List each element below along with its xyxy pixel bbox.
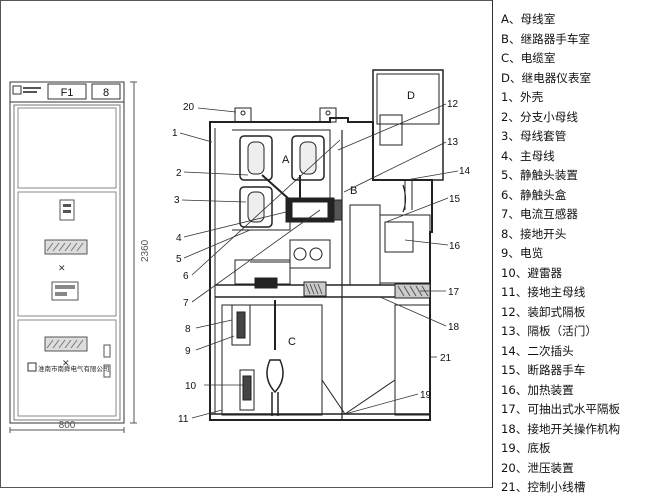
legend-item: 19、底板 <box>501 441 551 455</box>
legend-item: 2、分支小母线 <box>501 109 578 124</box>
width-dimension: 800 <box>59 420 76 431</box>
callout-7: 7 <box>183 298 189 309</box>
busbar-bushings <box>239 135 325 228</box>
legend-item: 20、泄压装置 <box>501 460 574 475</box>
callout-4: 4 <box>176 233 182 244</box>
callout-leaders <box>179 103 459 419</box>
callout-numbers: 20 1 2 3 4 5 6 7 8 9 10 11 12 13 14 15 1… <box>172 99 471 425</box>
legend-item: 12、装卸式隔板 <box>501 304 586 319</box>
legend-item: 17、可抽出式水平隔板 <box>501 402 621 416</box>
callout-2: 2 <box>176 168 182 179</box>
company-logo <box>12 85 41 95</box>
svg-text:✕: ✕ <box>58 263 66 273</box>
callout-17: 17 <box>448 287 460 298</box>
callout-15: 15 <box>449 194 461 205</box>
legend-item: A、母线室 <box>501 12 556 26</box>
switchgear-diagram: F1 8 ✕ ✕ 淮南市南舜电气有限公司 800 <box>0 0 647 488</box>
callout-11: 11 <box>178 414 189 425</box>
legend-item: 8、接地开头 <box>501 226 567 241</box>
callout-14: 14 <box>459 166 471 177</box>
legend-item: 14、二次插头 <box>501 343 574 358</box>
callout-5: 5 <box>176 254 182 265</box>
section-view: A B C D <box>209 69 444 421</box>
legend-item: 9、电览 <box>501 246 544 260</box>
callout-9: 9 <box>185 346 191 357</box>
compartment-d: D <box>407 90 415 102</box>
legend-item: 5、静触头装置 <box>501 168 578 182</box>
height-dimension: 2360 <box>140 239 151 262</box>
panel-label-f1: F1 <box>61 87 74 99</box>
callout-16: 16 <box>449 241 461 252</box>
callout-21: 21 <box>440 353 452 364</box>
front-view: F1 8 ✕ ✕ 淮南市南舜电气有限公司 800 <box>9 81 151 433</box>
legend-item: 11、接地主母线 <box>501 285 586 299</box>
legend-item: 10、避雷器 <box>501 265 563 280</box>
legend-panel: A、母线室 B、继路器手车室 C、电缆室 D、继电器仪表室 1、外壳 2、分支小… <box>492 0 647 494</box>
legend-item: 7、电流互感器 <box>501 207 578 221</box>
callout-19: 19 <box>420 390 432 401</box>
compartment-a: A <box>282 154 290 166</box>
callout-8: 8 <box>185 324 191 335</box>
legend-item: 3、母线套管 <box>501 129 567 143</box>
callout-12: 12 <box>447 99 459 110</box>
callout-13: 13 <box>447 137 459 148</box>
svg-text:✕: ✕ <box>62 358 70 368</box>
legend-item: 13、隔板（活门） <box>501 324 597 338</box>
callout-3: 3 <box>174 195 180 206</box>
panel-label-number: 8 <box>103 87 109 99</box>
legend-item: D、继电器仪表室 <box>501 70 592 85</box>
compartment-c: C <box>288 336 296 348</box>
legend-item: 4、主母线 <box>501 148 555 163</box>
callout-6: 6 <box>183 271 189 282</box>
legend-item: 16、加热装置 <box>501 382 574 397</box>
callout-1: 1 <box>172 128 178 139</box>
legend-item: C、电缆室 <box>501 51 556 65</box>
legend-item: 6、静触头盒 <box>501 187 567 202</box>
legend-item: 15、断路器手车 <box>501 363 586 377</box>
legend-item: 1、外壳 <box>501 90 544 104</box>
brand-plate: 淮南市南舜电气有限公司 <box>38 364 110 373</box>
callout-20: 20 <box>183 102 195 113</box>
legend-item: 18、接地开关操作机构 <box>501 421 621 436</box>
callout-10: 10 <box>185 381 197 392</box>
legend-list: A、母线室 B、继路器手车室 C、电缆室 D、继电器仪表室 1、外壳 2、分支小… <box>501 10 620 498</box>
legend-item: B、继路器手车室 <box>501 31 591 46</box>
compartment-b: B <box>350 185 357 197</box>
callout-18: 18 <box>448 322 460 333</box>
